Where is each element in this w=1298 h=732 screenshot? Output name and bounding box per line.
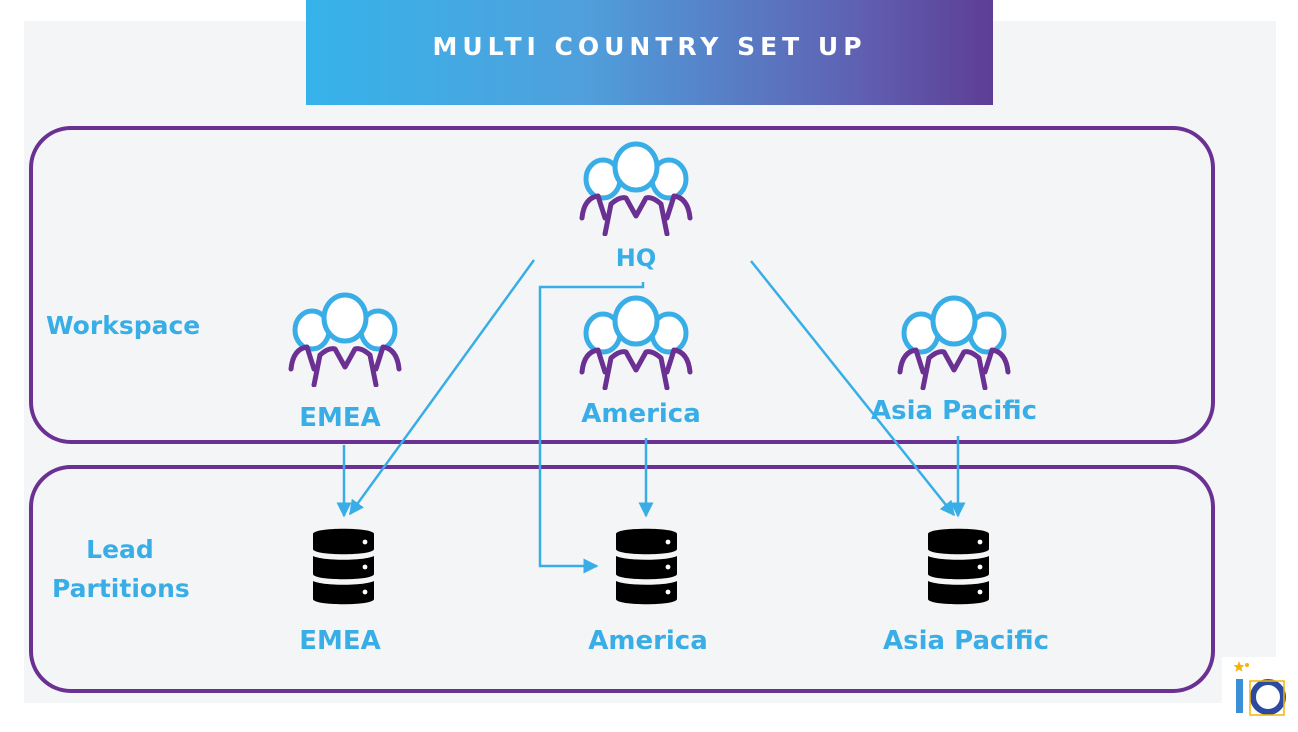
emea-database-icon: [313, 528, 374, 605]
io-logo-mark: [1233, 661, 1286, 716]
io-logo: [1222, 657, 1288, 717]
hq-people-icon: [579, 141, 693, 236]
america-people-icon: [579, 295, 693, 390]
lead-partitions-panel: [29, 465, 1215, 693]
apac-database-icon: [928, 528, 989, 605]
hq-to-apac-partition-arrow: [750, 260, 955, 517]
lead-partitions-section-label: Lead Partitions: [52, 535, 190, 603]
emea-partition-label: EMEA: [299, 626, 381, 656]
emea-people-icon: [288, 292, 402, 387]
workspace-section-label: Workspace: [46, 311, 201, 340]
apac-people-icon: [897, 295, 1011, 390]
emea-workspace-label: EMEA: [299, 403, 381, 433]
america-database-icon: [616, 528, 677, 605]
america-partition-label: America: [588, 626, 708, 656]
america-workspace-label: America: [581, 399, 701, 429]
apac-partition-label: Asia Pacific: [882, 626, 1050, 656]
page-title: MULTI COUNTRY SET UP: [432, 32, 867, 61]
apac-workspace-label: Asia Pacific: [870, 396, 1038, 426]
hq-to-emea-partition-arrow: [348, 259, 536, 516]
title-banner: MULTI COUNTRY SET UP: [306, 0, 993, 105]
hq-to-america-partition-arrow: [538, 282, 645, 574]
hq-label: HQ: [615, 244, 657, 272]
workspace-panel: [29, 126, 1215, 444]
